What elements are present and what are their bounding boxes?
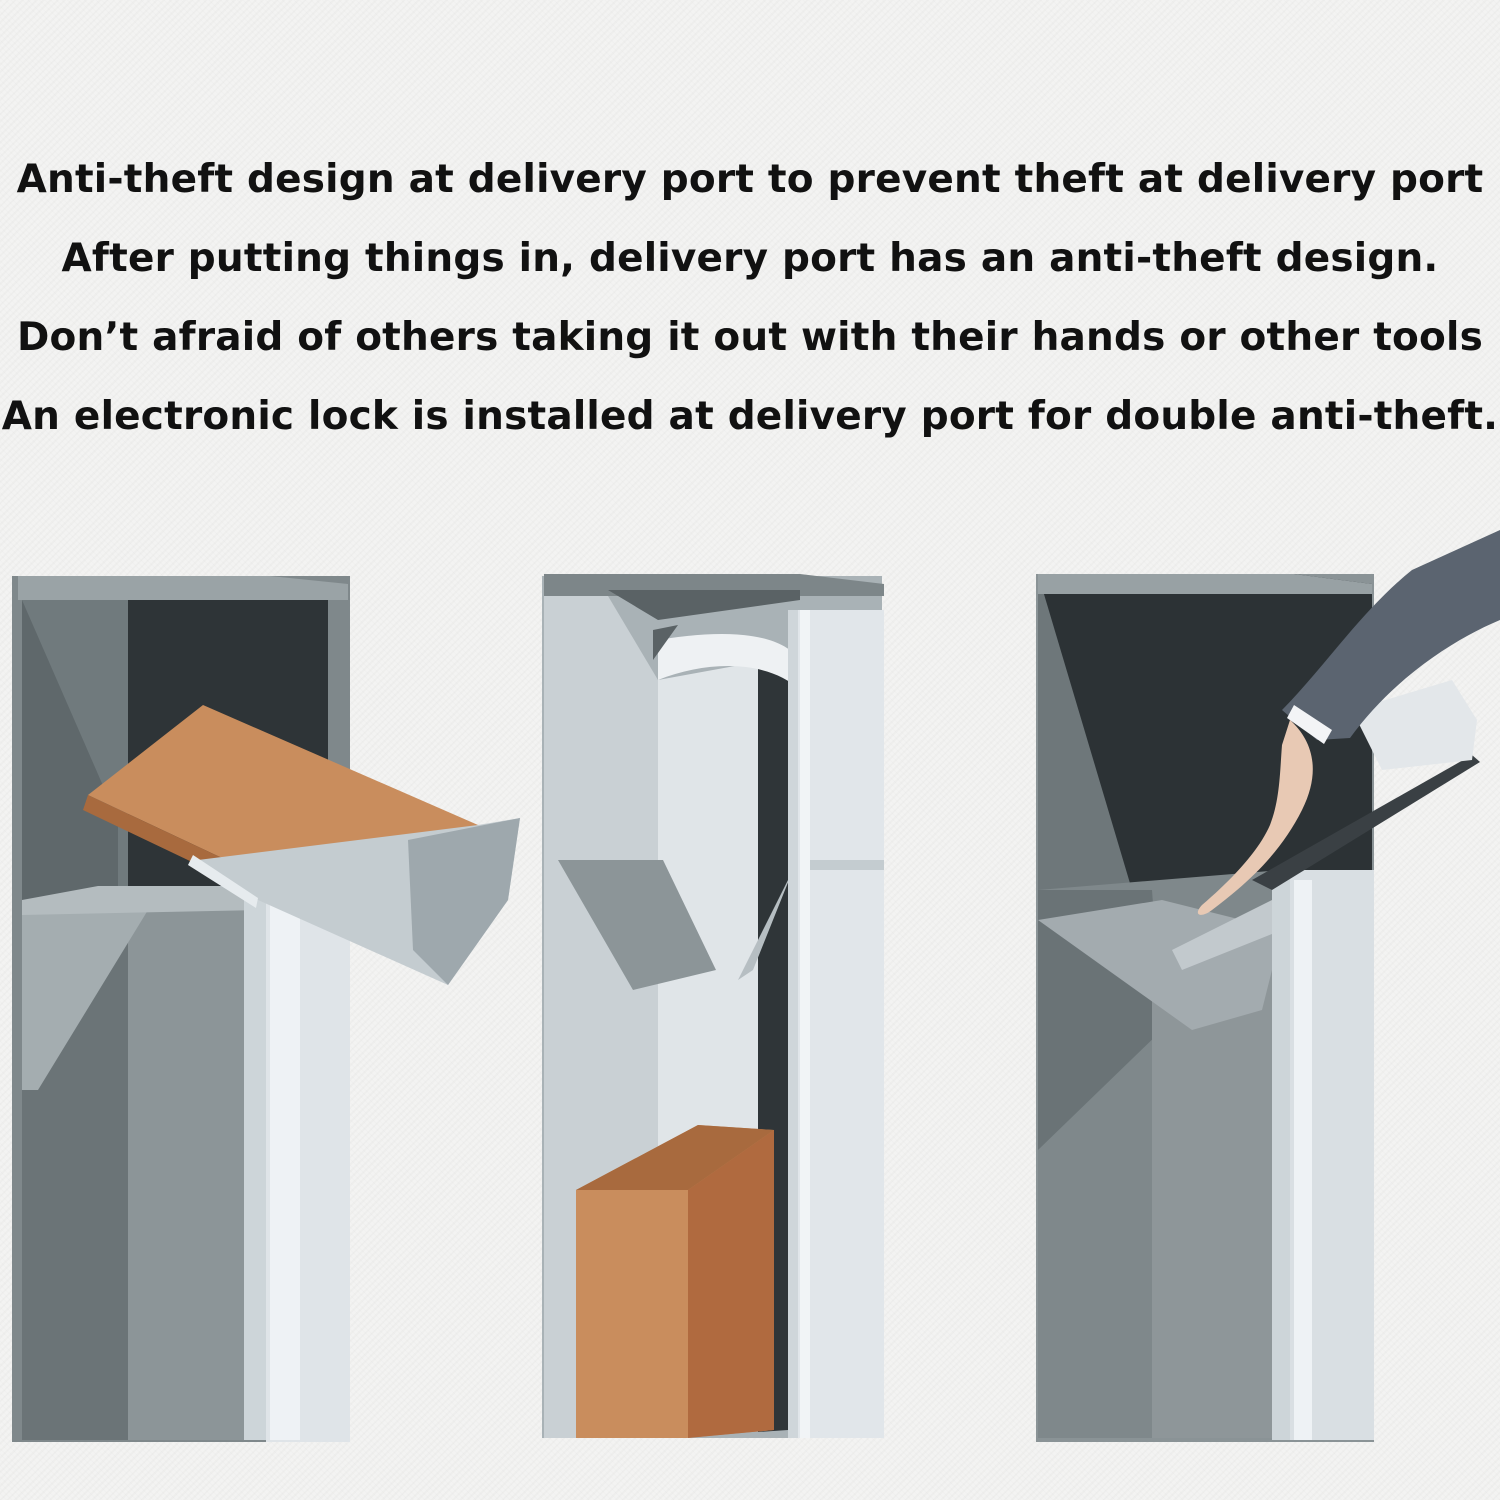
reaching-hand: [1197, 720, 1313, 915]
caption-line-4: An electronic lock is installed at deliv…: [1, 394, 1499, 439]
delivery-flap: [1252, 755, 1480, 890]
caption-block: Anti-theft design at delivery port to pr…: [0, 140, 1500, 456]
mailbox-cutaway-with-box-inside-icon: [542, 574, 884, 1438]
illustration-parcel-dropped: [538, 570, 888, 1450]
baffle-plate-right: [738, 870, 793, 980]
frame-post: [244, 880, 266, 1440]
caption-line-1: Anti-theft design at delivery port to pr…: [16, 157, 1484, 202]
jacket-sleeve: [1282, 530, 1500, 740]
frame-post: [1272, 870, 1290, 1440]
mailbox-cutaway-with-hand-reaching-icon: [1036, 530, 1500, 1442]
caption-line-2: After putting things in, delivery port h…: [61, 236, 1439, 281]
illustration-hand-blocked: [1032, 530, 1500, 1450]
illustration-parcel-inserted: [8, 570, 528, 1450]
frame-post: [798, 610, 884, 1438]
caption-line-3: Don’t afraid of others taking it out wit…: [16, 315, 1484, 360]
baffle-shelf: [22, 886, 258, 915]
baffle-plate-left: [558, 860, 716, 990]
top-flap: [658, 634, 800, 690]
mailbox-cutaway-with-box-entering-icon: [12, 576, 520, 1442]
